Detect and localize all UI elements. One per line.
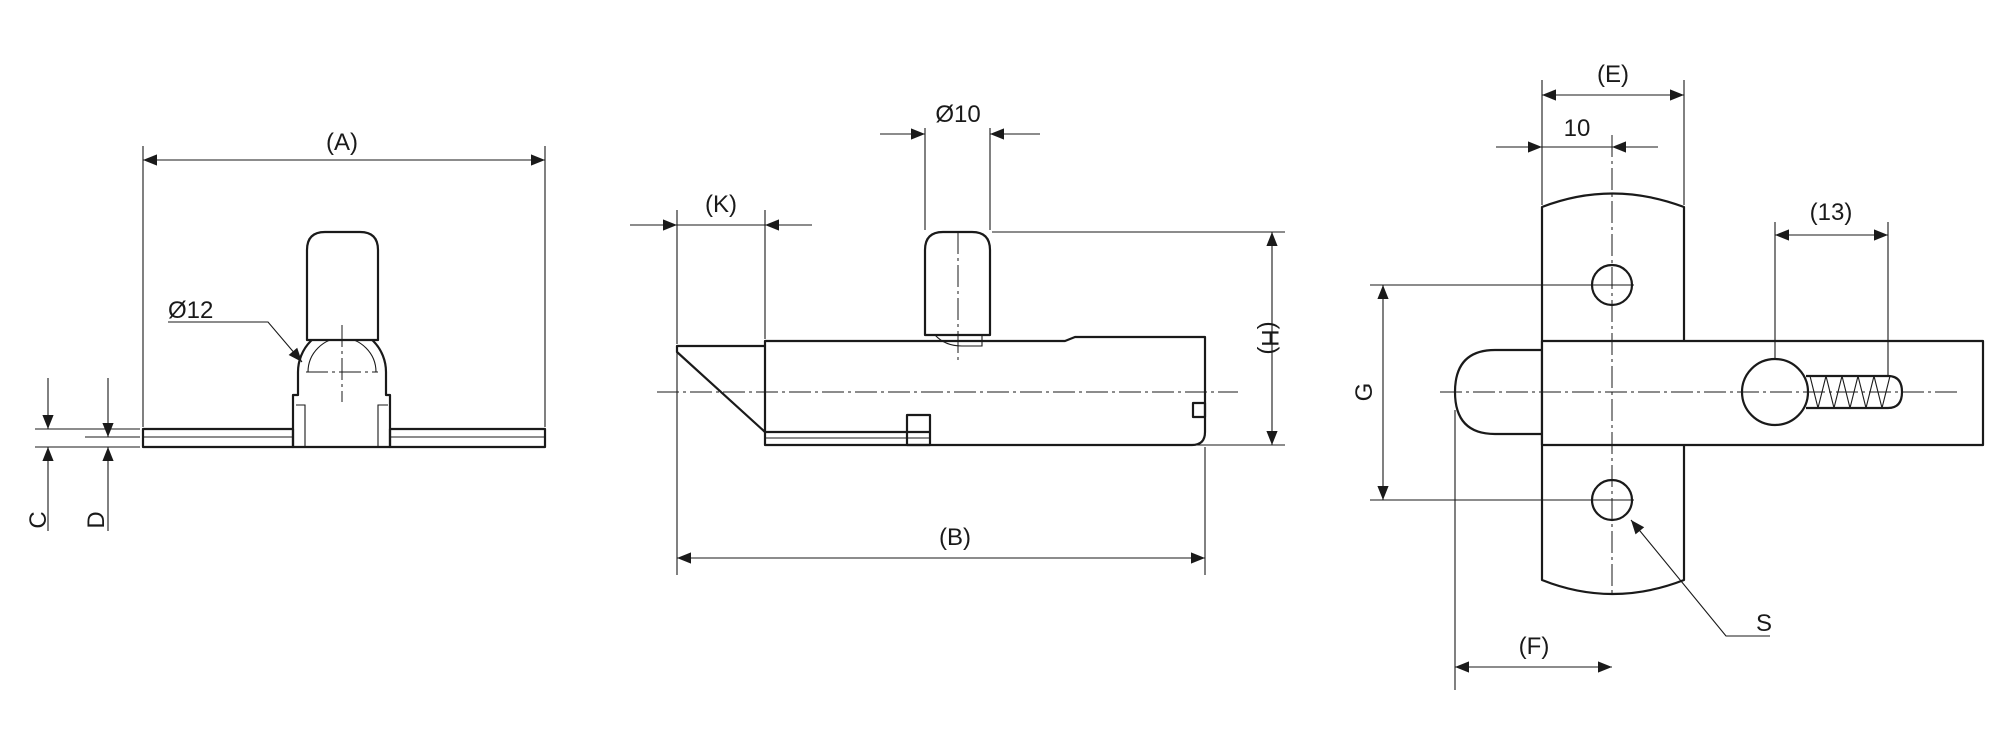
base-plate-right xyxy=(388,427,547,449)
base-plate-left xyxy=(141,427,295,449)
dim-label-dia12: Ø12 xyxy=(168,297,213,324)
dim-label-H: (H) xyxy=(1256,321,1283,354)
dim-label-C: C xyxy=(25,511,52,528)
dim-label-F: (F) xyxy=(1519,633,1550,660)
bolt-tip xyxy=(675,344,766,433)
top-view: (E) 10 (13) G (F) S xyxy=(1351,61,1985,690)
dim-label-13: (13) xyxy=(1810,199,1853,226)
end-view: (A) Ø12 C D xyxy=(25,129,547,531)
mounting-flange xyxy=(1540,192,1686,596)
dim-label-D: D xyxy=(83,511,110,528)
dim-label-10: 10 xyxy=(1564,115,1591,142)
dim-label-B: (B) xyxy=(939,524,971,551)
dim-label-E: (E) xyxy=(1597,61,1629,88)
bolt-body xyxy=(763,335,1207,447)
dim-label-G: G xyxy=(1351,383,1378,402)
side-view: (K) Ø10 (H) (B) xyxy=(630,101,1285,575)
dim-label-S: S xyxy=(1756,610,1772,637)
knob-end xyxy=(305,230,380,342)
dim-label-K: (K) xyxy=(705,191,737,218)
dim-label-A: (A) xyxy=(326,129,358,156)
dim-label-dia10: Ø10 xyxy=(935,101,980,128)
